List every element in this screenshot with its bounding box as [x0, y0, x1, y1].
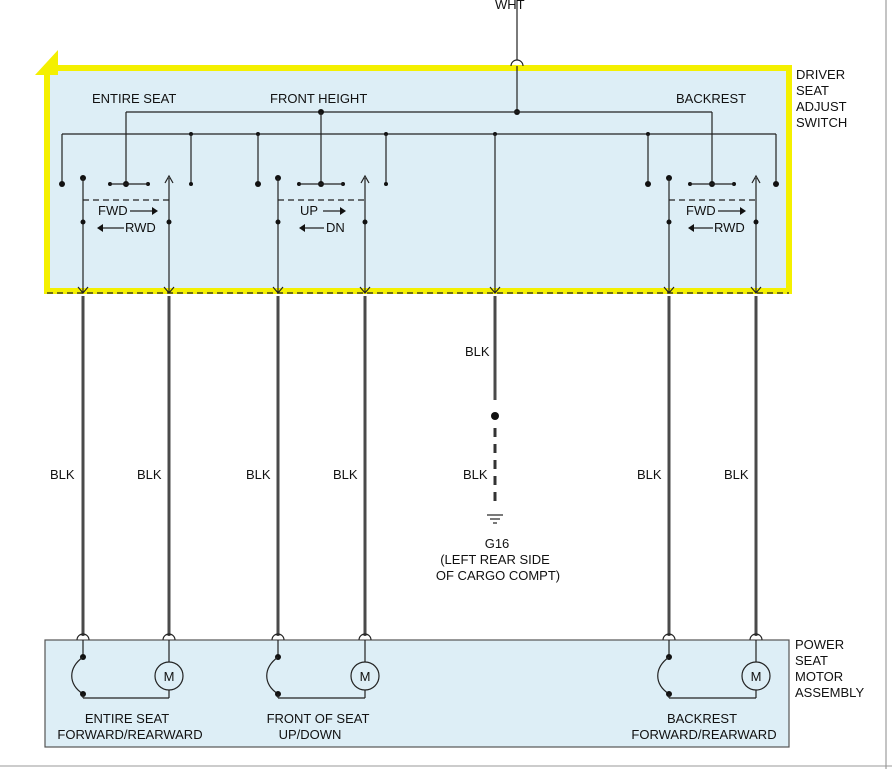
motor-front-of-seat: M FRONT OF SEAT UP/DOWN	[266, 640, 380, 742]
entire-seat-fwd-label: FWD	[98, 203, 128, 218]
switch-title-line-1: DRIVER	[796, 67, 845, 82]
driver-seat-adjust-switch: DRIVER SEAT ADJUST SWITCH ENTIRE SEAT FR…	[35, 50, 847, 294]
switch-output-terminals	[77, 286, 762, 294]
front-height-up-label: UP	[300, 203, 318, 218]
ground-wire-lower-color: BLK	[463, 467, 488, 482]
motor-3-label-line-1: BACKREST	[667, 711, 737, 726]
ground-wire-upper-color: BLK	[465, 344, 490, 359]
wht-connector	[510, 59, 524, 67]
motor-title-line-2: SEAT	[795, 653, 828, 668]
motor-1-label-line-1: ENTIRE SEAT	[85, 711, 169, 726]
group-label-backrest: BACKREST	[676, 91, 746, 106]
motor-icon	[154, 661, 184, 691]
wire-5-color: BLK	[637, 467, 662, 482]
wht-wire-label: WHT	[495, 0, 525, 12]
ground-location-line-2: OF CARGO COMPT)	[436, 568, 560, 583]
motor-connector	[749, 633, 763, 641]
motor-1-symbol: M	[164, 669, 175, 684]
wire-2-color: BLK	[137, 467, 162, 482]
motor-3-label-line-2: FORWARD/REARWARD	[631, 727, 776, 742]
motor-title-line-4: ASSEMBLY	[795, 685, 864, 700]
switch-title-line-3: ADJUST	[796, 99, 847, 114]
group-label-front-height: FRONT HEIGHT	[270, 91, 367, 106]
switch-title-line-2: SEAT	[796, 83, 829, 98]
motor-connector	[76, 633, 90, 641]
wire-4-color: BLK	[333, 467, 358, 482]
motor-backrest: M BACKREST FORWARD/REARWARD	[631, 640, 777, 742]
motor-connector	[358, 633, 372, 641]
motor-2-label-line-2: UP/DOWN	[279, 727, 342, 742]
motor-icon	[741, 661, 771, 691]
switch-backrest: FWD RWD	[666, 174, 761, 293]
backrest-rwd-label: RWD	[714, 220, 745, 235]
wire-6-color: BLK	[724, 467, 749, 482]
wire-1-color: BLK	[50, 467, 75, 482]
motor-2-label-line-1: FRONT OF SEAT	[267, 711, 370, 726]
group-label-entire-seat: ENTIRE SEAT	[92, 91, 176, 106]
motor-connector	[271, 633, 285, 641]
highlight-corner-flag	[35, 50, 58, 75]
harness-wires	[81, 296, 758, 636]
motor-3-symbol: M	[751, 669, 762, 684]
entire-seat-rwd-label: RWD	[125, 220, 156, 235]
front-height-dn-label: DN	[326, 220, 345, 235]
ground-id: G16	[485, 536, 510, 551]
motor-connector	[162, 633, 176, 641]
motor-title-line-1: POWER	[795, 637, 844, 652]
ground-symbol-icon	[487, 514, 503, 524]
motor-icon	[350, 661, 380, 691]
wire-3-color: BLK	[246, 467, 271, 482]
power-seat-motor-assembly: POWER SEAT MOTOR ASSEMBLY M ENTIRE SEAT …	[44, 633, 864, 748]
switch-title-line-4: SWITCH	[796, 115, 847, 130]
ground-splice	[491, 412, 499, 420]
switch-front-height: UP DN	[275, 174, 370, 293]
backrest-fwd-label: FWD	[686, 203, 716, 218]
motor-entire-seat: M ENTIRE SEAT FORWARD/REARWARD	[57, 640, 203, 742]
motor-2-symbol: M	[360, 669, 371, 684]
motor-1-label-line-2: FORWARD/REARWARD	[57, 727, 202, 742]
ground-location-line-1: (LEFT REAR SIDE	[440, 552, 550, 567]
motor-connector	[662, 633, 676, 641]
motor-title-line-3: MOTOR	[795, 669, 843, 684]
switch-entire-seat: FWD RWD	[80, 174, 174, 293]
